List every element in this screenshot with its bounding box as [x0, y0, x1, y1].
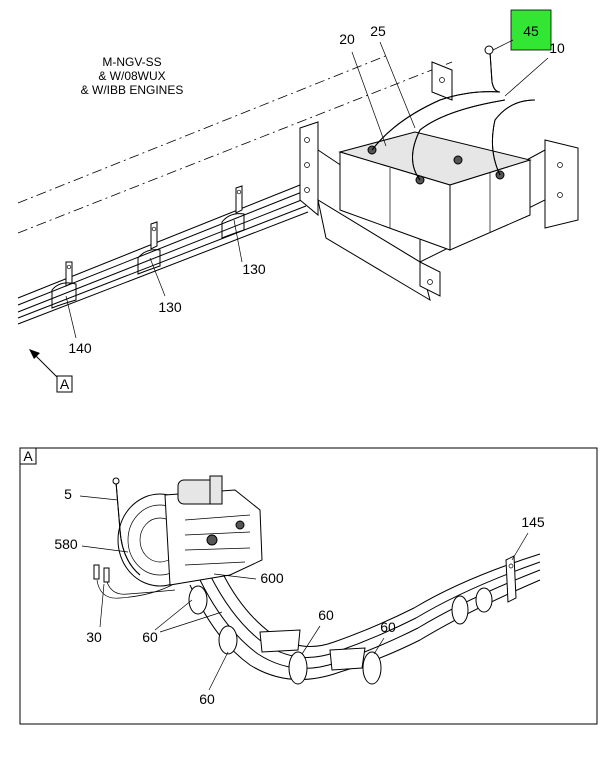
callout-140[interactable]: 140: [68, 340, 92, 356]
engine-note-line-3: & W/IBB ENGINES: [81, 83, 184, 97]
engine-note-line-1: M-NGV-SS: [102, 55, 161, 69]
detail-view-a: A: [19, 447, 598, 725]
harness-clip-130-left: [137, 221, 161, 275]
callout-45-highlight: [510, 9, 552, 51]
callout-60-right[interactable]: 60: [380, 619, 396, 635]
detail-label: A: [23, 448, 33, 464]
engine-note-line-2: & W/08WUX: [98, 69, 165, 83]
callout-10[interactable]: 10: [549, 40, 565, 56]
callout-145[interactable]: 145: [521, 514, 545, 530]
callout-25[interactable]: 25: [370, 23, 386, 39]
callout-600[interactable]: 600: [260, 570, 284, 586]
frame-rail-phantom-lines: [17, 54, 453, 234]
callout-60-bottom[interactable]: 60: [199, 691, 215, 707]
view-a-arrow: [29, 349, 59, 379]
top-view: M-NGV-SS & W/08WUX & W/IBB ENGINES: [17, 9, 579, 393]
callout-5[interactable]: 5: [64, 486, 72, 502]
battery-cables: [371, 45, 536, 181]
battery-cable-harness: [17, 184, 309, 325]
battery-box: [299, 61, 579, 302]
view-a-label[interactable]: A: [60, 376, 70, 392]
harness-clip-130-right: [221, 185, 245, 239]
callout-580[interactable]: 580: [54, 536, 78, 552]
callout-60-left[interactable]: 60: [142, 629, 158, 645]
bracket-145: [505, 555, 517, 603]
callout-30[interactable]: 30: [86, 629, 102, 645]
callout-60-middle[interactable]: 60: [318, 607, 334, 623]
harness-clip-140: [51, 261, 77, 309]
callout-130-right[interactable]: 130: [242, 261, 266, 277]
callout-20[interactable]: 20: [339, 31, 355, 47]
callout-45[interactable]: 45: [523, 23, 539, 39]
detail-label-box: [19, 447, 37, 465]
cable-5: [112, 477, 141, 576]
starter-motor: [117, 475, 263, 587]
view-a-label-box: [56, 375, 73, 393]
detail-clamps: [188, 585, 493, 685]
wire-30: [93, 564, 176, 599]
callout-130-left[interactable]: 130: [158, 299, 182, 315]
